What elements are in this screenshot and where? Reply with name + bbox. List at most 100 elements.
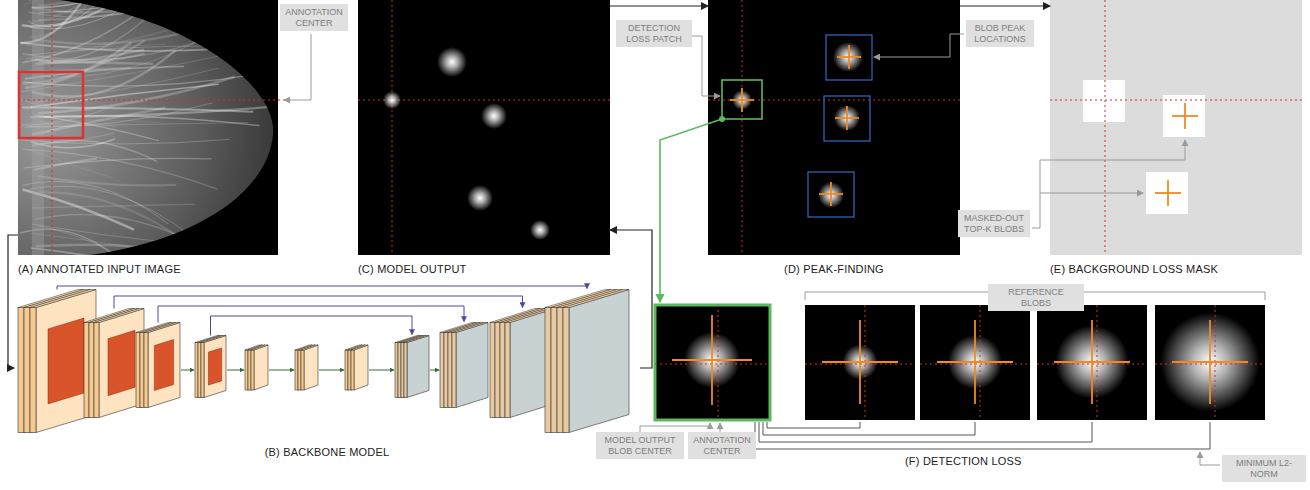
callout-box: REFERENCE BLOBS (988, 284, 1084, 311)
figure-panel: (E) BACKGROUND LOSS MASK (1050, 0, 1302, 276)
peak-cross (1167, 180, 1169, 206)
layer-edge (444, 333, 448, 408)
callout-text: DETECTION LOSS PATCH (620, 23, 688, 44)
mask-background (1050, 0, 1302, 255)
callout-box: ANNOTATION CENTER (688, 432, 756, 459)
peak-cross (1091, 320, 1093, 404)
annotation-line (708, 100, 960, 101)
loss-patch (655, 305, 770, 420)
layer-edge (251, 350, 254, 390)
output-map (708, 0, 960, 255)
layer-face (569, 290, 629, 433)
layer-edge (30, 308, 36, 433)
blob (1160, 312, 1259, 411)
layer-edge (348, 350, 351, 390)
layer-edge (440, 333, 444, 408)
tissue-strand (39, 0, 197, 6)
peak-cross (1209, 320, 1211, 404)
layer-edge (557, 308, 563, 433)
blob (818, 182, 844, 208)
figure-panel: (B) BACKBONE MODEL (14, 285, 640, 459)
layer-face (204, 336, 226, 398)
panel-caption: (C) MODEL OUTPUT (358, 263, 467, 276)
layer-top (251, 345, 268, 350)
figure-panel: (A) ANNOTATED INPUT IMAGE (18, 0, 278, 276)
blob (530, 220, 550, 240)
callout-text: ANNOTATION CENTER (692, 435, 752, 456)
panel-caption: (D) PEAK-FINDING (784, 263, 884, 276)
blob (383, 91, 401, 109)
peak-box (826, 35, 872, 80)
layer-edge (551, 308, 557, 433)
layer-top (404, 336, 429, 343)
blob (481, 103, 507, 129)
tissue-strand (30, 0, 170, 29)
panel-caption: (A) ANNOTATED INPUT IMAGE (18, 263, 181, 276)
loss-bracket (763, 422, 975, 435)
patch-link (660, 119, 722, 302)
layer-top (351, 345, 368, 350)
mask-hole (1163, 95, 1205, 137)
layer-edge (490, 323, 495, 418)
layer-top (94, 309, 144, 323)
layer-edge (136, 333, 140, 408)
panel-caption: (F) DETECTION LOSS (903, 455, 1024, 467)
layer-edge (84, 323, 89, 418)
reference-blob (1037, 305, 1147, 420)
annotation-line (1105, 0, 1106, 255)
flow-connector (610, 5, 708, 6)
layer-edge (395, 343, 398, 398)
peak-box (808, 172, 854, 217)
flow-connector (8, 235, 18, 368)
figure-panel: (C) MODEL OUTPUT (358, 0, 610, 276)
annotation-box (19, 72, 83, 138)
layer-edge (295, 350, 298, 390)
reference-blob (805, 305, 915, 420)
layer-top (563, 290, 629, 308)
layer-face (407, 336, 429, 398)
layer-face (354, 345, 368, 390)
layer-top (30, 290, 96, 308)
annotation-line (742, 0, 743, 255)
layer-edge (452, 333, 456, 408)
layer-edge (245, 350, 248, 390)
feature-map (208, 348, 221, 385)
callout-text: MODEL OUTPUT BLOB CENTER (600, 435, 680, 456)
callout-box: BLOB PEAK LOCATIONS (966, 20, 1034, 47)
loss-bracket (767, 422, 860, 428)
tissue-strand (39, 226, 172, 292)
layer-edge (248, 350, 251, 390)
layer-edge (18, 308, 24, 433)
loss-bracket (759, 422, 1092, 442)
layer-edge (563, 308, 569, 433)
tissue-strand (30, 116, 259, 126)
peak-cross (741, 88, 743, 112)
layer-face (456, 323, 488, 408)
peak-cross (830, 182, 832, 206)
reference-blob (920, 305, 1030, 420)
layer-face (36, 290, 96, 433)
leader-line (1040, 193, 1143, 194)
flow-arrow (430, 370, 439, 371)
peak-cross (1184, 103, 1186, 129)
annotation-line (1050, 100, 1302, 101)
layer-edge (298, 350, 301, 390)
blob (833, 42, 863, 72)
image-background (18, 0, 278, 255)
output-map (358, 0, 610, 255)
layer-face (99, 309, 144, 418)
callout-box: DETECTION LOSS PATCH (616, 20, 692, 47)
pectoral-strip (32, 0, 44, 255)
flow-arrow (269, 370, 294, 371)
layer-face (254, 345, 268, 390)
layer-edge (351, 350, 354, 390)
tissue-strand (38, 192, 183, 240)
skip-connection (158, 306, 464, 323)
breast-tissue (18, 0, 273, 255)
layer-edge (94, 323, 99, 418)
layer-face (148, 323, 180, 408)
loss-bracket (755, 422, 1210, 449)
leader-line (1032, 140, 1185, 228)
leader-line (692, 36, 720, 96)
